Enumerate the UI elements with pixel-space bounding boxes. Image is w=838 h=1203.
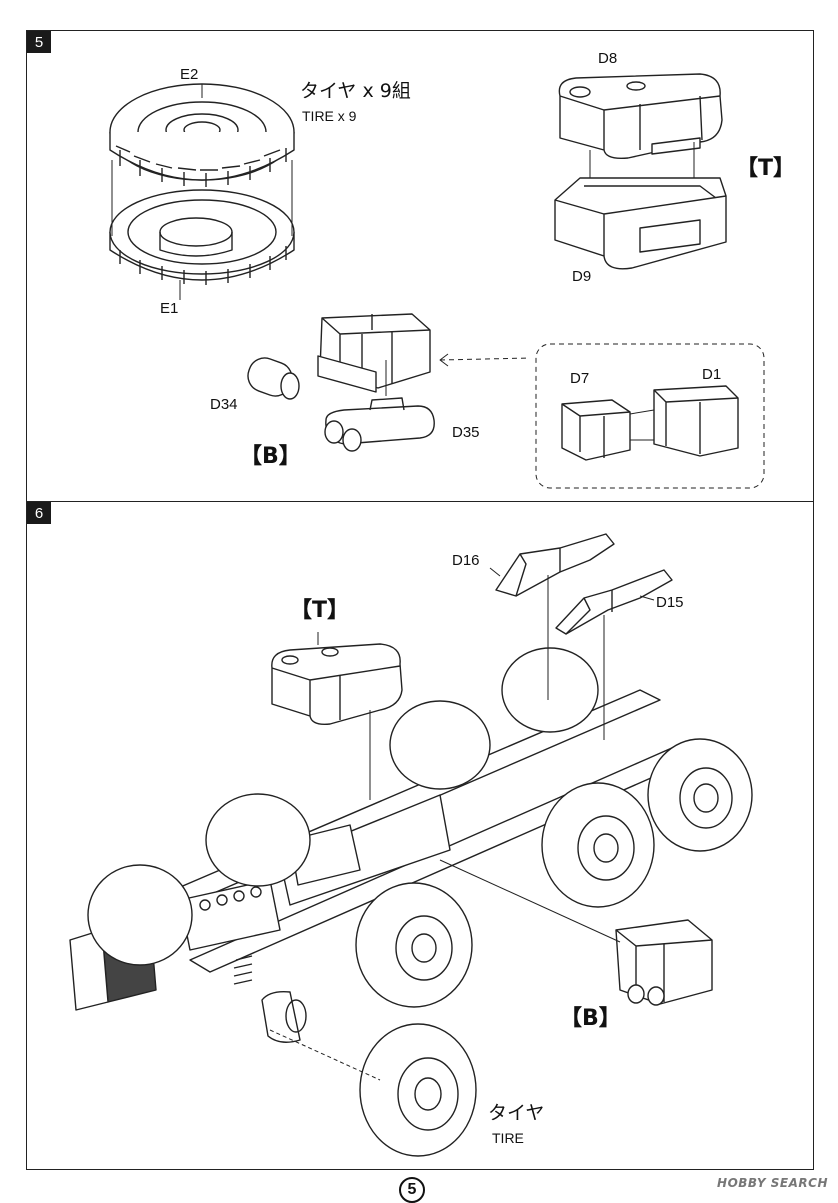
part-label-d35: D35 xyxy=(452,424,480,441)
storage-box-illustration xyxy=(247,313,531,452)
step-5-badge: 5 xyxy=(27,31,51,53)
tag-box-step5: 【B】 xyxy=(240,444,301,469)
part-label-d8: D8 xyxy=(598,50,618,67)
tire-set-title-en: TIRE x 9 xyxy=(302,108,357,124)
watermark: HOBBY SEARCH xyxy=(717,1176,828,1190)
tire-inner-illustration xyxy=(109,84,295,300)
fuel-tank-illustration xyxy=(554,73,727,270)
step-divider xyxy=(26,501,814,502)
tire-outer-illustration xyxy=(109,83,295,187)
part-label-d16: D16 xyxy=(452,552,480,569)
chassis-tank-illustration xyxy=(271,632,403,800)
tag-box-step6: 【B】 xyxy=(560,1006,621,1031)
part-label-d1: D1 xyxy=(702,366,722,383)
tag-tank-step5: 【T】 xyxy=(736,156,796,181)
step-6-badge: 6 xyxy=(27,502,51,524)
wheels-illustration xyxy=(87,647,753,1157)
chassis-box-illustration xyxy=(439,859,713,1006)
tire-label-jp: タイヤ xyxy=(488,1102,545,1124)
part-label-d7: D7 xyxy=(570,370,590,387)
part-label-d9: D9 xyxy=(572,268,592,285)
part-label-d15: D15 xyxy=(656,594,684,611)
tag-tank-step6: 【T】 xyxy=(290,598,350,623)
part-label-d34: D34 xyxy=(210,396,238,413)
sub-assembly-box-illustration xyxy=(535,343,765,489)
tire-set-title-jp: タイヤ x 9組 xyxy=(300,80,411,102)
page-frame xyxy=(26,30,814,1170)
part-label-e1: E1 xyxy=(160,300,179,317)
page-number: 5 xyxy=(399,1177,425,1203)
bracket-parts-illustration xyxy=(489,533,673,740)
tire-label-en: TIRE xyxy=(492,1130,524,1146)
part-label-e2: E2 xyxy=(180,66,199,83)
